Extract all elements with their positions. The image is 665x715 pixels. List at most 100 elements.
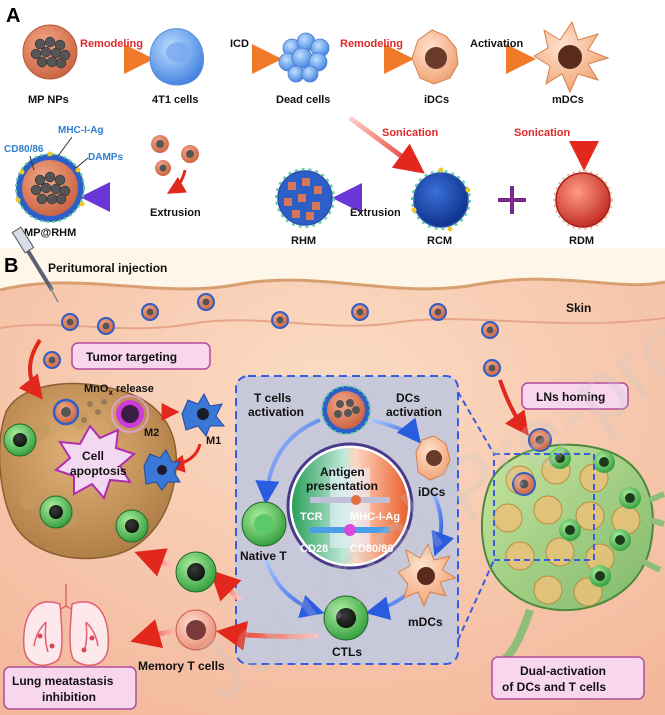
rcm-vesicle — [411, 167, 471, 232]
tumor-targeting-label: Tumor targeting — [86, 350, 177, 364]
lung-nodules — [37, 633, 95, 653]
native-to-ctls-arrow — [264, 559, 325, 618]
mhc-ligand — [351, 495, 361, 505]
icd-label: ICD — [230, 38, 249, 50]
lymph-node — [480, 428, 665, 670]
ctls-label: CTLs — [332, 645, 362, 659]
m1-label: M1 — [206, 435, 221, 447]
dual-line2: of DCs and T cells — [502, 680, 606, 694]
peritumoral-label: Peritumoral injection — [48, 261, 167, 275]
tcr-label: TCR — [300, 511, 323, 523]
zoom-connector-bottom — [457, 559, 495, 641]
zoom-connector-top — [457, 391, 495, 455]
mp-rhm-label: MP@RHM — [24, 227, 76, 239]
tumor-targeting-box — [71, 342, 211, 370]
native-t-label: Native T — [240, 549, 287, 563]
mno-release-label: MnOx release — [84, 383, 154, 397]
cd28-ligand — [344, 524, 356, 536]
merge-arrow — [166, 169, 187, 194]
mdc-cell — [533, 20, 610, 94]
center-idc-cell — [415, 435, 451, 481]
t-activation-line2: activation — [248, 405, 304, 419]
center-mp-rhm — [321, 385, 371, 435]
center-idcs-label: iDCs — [418, 485, 446, 499]
cell-apoptosis-line1: Cell — [82, 449, 104, 463]
activation-label: Activation — [470, 38, 523, 50]
zoom-region — [493, 453, 595, 561]
plus-icon — [498, 186, 526, 214]
mhc-ag-label: MHC-I-Ag — [58, 125, 104, 136]
skin-label: Skin — [566, 301, 591, 315]
damps-label: DAMPs — [88, 152, 123, 163]
center-mdc-cell — [397, 542, 458, 608]
4t1-cell — [149, 28, 204, 86]
epidermis — [0, 248, 665, 290]
outside-ctl-cell — [175, 551, 217, 593]
rdm-label: RDM — [569, 235, 594, 247]
lung-box — [3, 666, 137, 710]
cell-apoptosis-star — [54, 424, 136, 500]
skin-particles — [43, 293, 501, 377]
m2-macrophage — [111, 395, 149, 433]
syringe-icon — [11, 226, 59, 303]
memory-t-label: Memory T cells — [138, 659, 225, 673]
homing-arrow — [498, 379, 529, 436]
rhm-label: RHM — [291, 235, 316, 247]
lns-homing-box — [521, 382, 629, 410]
ctls-to-memory-arrow — [216, 620, 319, 651]
cd80-pointer — [29, 155, 35, 171]
panel-b-label: B — [4, 255, 18, 277]
idc-cell — [411, 29, 459, 85]
mhc-pointer — [57, 136, 73, 157]
remodeling-label-1: Remodeling — [80, 38, 143, 50]
dead-cells-label: Dead cells — [276, 94, 330, 106]
extrusion-label-1: Extrusion — [150, 207, 201, 219]
dual-line1: Dual-activation — [520, 664, 606, 678]
mp-rhm-particle — [15, 151, 85, 223]
idcs-to-mdcs-arrow — [430, 491, 454, 557]
t-activation-line1: T cells — [254, 391, 292, 405]
to-native-t-arrow — [255, 418, 321, 505]
remodeling-label-2: Remodeling — [340, 38, 403, 50]
lung-line1: Lung meatastasis — [12, 674, 114, 688]
native-t-cell — [241, 501, 287, 547]
cd80-86-label: CD80/86 — [4, 144, 44, 155]
cell-apoptosis-line2: apoptosis — [70, 464, 127, 478]
mp-nps-particle — [22, 24, 78, 80]
sonication-label-2: Sonication — [514, 127, 571, 139]
idcs-label-a: iDCs — [424, 94, 449, 106]
rcm-label: RCM — [427, 235, 452, 247]
damps-pointer — [75, 157, 89, 169]
targeting-arrow — [18, 338, 43, 400]
lns-homing-label: LNs homing — [536, 390, 605, 404]
antigen-presentation-circle — [286, 442, 414, 570]
m2-label: M2 — [144, 427, 159, 439]
mdcs-label-a: mDCs — [552, 94, 584, 106]
dc-activation-line2: activation — [386, 405, 442, 419]
dual-activation-box — [491, 656, 645, 700]
sonication-label-1: Sonication — [382, 127, 439, 139]
mhc-ag-label-b: MHC-I-Ag — [350, 511, 400, 523]
rdm-vesicle — [553, 170, 613, 230]
small-particles — [151, 135, 199, 176]
extrusion-label-2: Extrusion — [350, 207, 401, 219]
ctls-cell — [323, 595, 369, 641]
m1-macrophage-2 — [143, 449, 181, 491]
sonication-arrow-1 — [348, 115, 425, 174]
cd80-86-label-b: CD80/86 — [350, 543, 393, 555]
m1-macrophage — [181, 392, 226, 437]
memory-to-lung-arrow — [130, 619, 179, 649]
rhm-vesicle — [275, 168, 335, 228]
panel-b: B Peritumoral injection Skin Tumor targe… — [0, 226, 665, 715]
lungs-icon — [22, 584, 110, 667]
mp-nps-label: MP NPs — [28, 94, 69, 106]
lung-line2: inhibition — [42, 690, 96, 704]
dead-cell — [278, 32, 330, 83]
antigen-line1: Antigen — [320, 465, 365, 479]
4t1-cells-label: 4T1 cells — [152, 94, 198, 106]
ctl-attack-arrow — [134, 548, 173, 577]
center-mdcs-label: mDCs — [408, 615, 443, 629]
to-idcs-arrow — [371, 417, 422, 444]
